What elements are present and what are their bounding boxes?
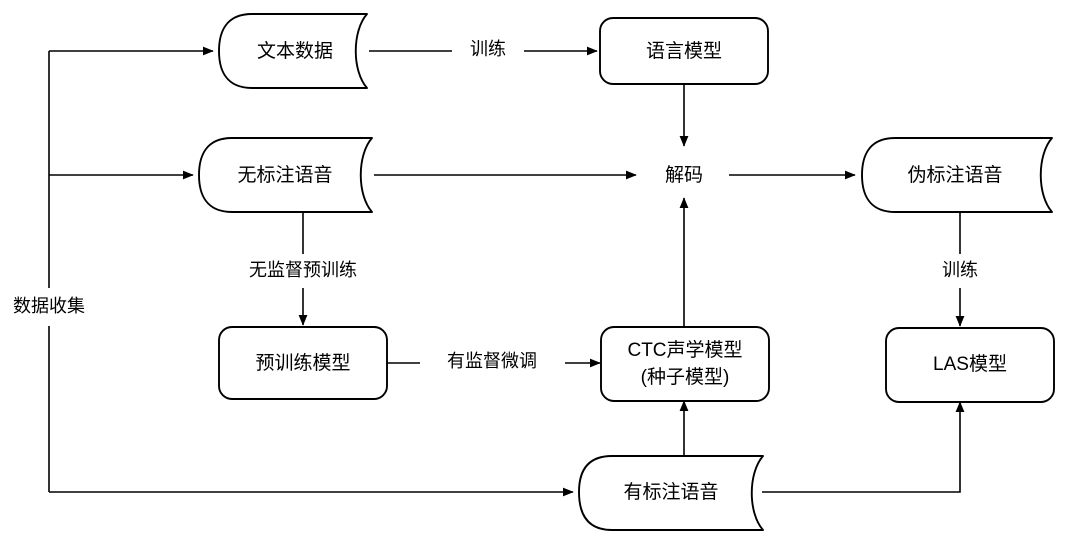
text-data-shape [218,13,368,89]
node-unlabeled-speech[interactable]: 无标注语音 [198,137,373,213]
node-labeled-speech[interactable]: 有标注语音 [578,455,764,531]
decode-label: 解码 [665,164,703,186]
node-decode[interactable]: 解码 [665,164,703,186]
labeled-speech-shape [578,455,764,531]
pseudo-speech-shape [861,137,1053,213]
pretrained-model-shape [218,326,388,400]
unlabeled-speech-label: 无标注语音 [237,164,332,186]
labeled-speech-label: 有标注语音 [623,481,718,503]
unlabeled-speech-shape [198,137,373,213]
node-las-model[interactable]: LAS模型 [885,327,1055,403]
data-collection-label-backdrop [1,288,97,326]
text-data-label: 文本数据 [257,40,333,62]
edge-label-unsup-pretrain-front: 无监督预训练 [249,260,357,280]
pretrained-model-label: 预训练模型 [255,352,350,374]
edge-label-train-lm-front: 训练 [470,39,506,59]
pseudo-speech-label: 伪标注语音 [907,164,1002,186]
ctc-model-label-line2: (种子模型) [641,366,730,388]
unsup-pretrain-label-backdrop [228,254,378,288]
las-model-shape [885,327,1055,403]
node-ctc-model[interactable]: CTC声学模型 (种子模型) [600,326,770,402]
node-language-model[interactable]: 语言模型 [599,17,769,85]
train-las-label-backdrop [926,254,994,288]
node-pretrained-model[interactable]: 预训练模型 [218,326,388,400]
node-text-data[interactable]: 文本数据 [218,13,368,89]
edge-labeled-speech-to-las-model [762,401,965,493]
train-lm-label-backdrop [452,33,524,67]
ctc-model-shape [600,326,770,402]
edge-label-train-las-front: 训练 [942,260,978,280]
las-model-label: LAS模型 [933,353,1007,375]
language-model-shape [599,17,769,85]
node-pseudo-speech[interactable]: 伪标注语音 [861,137,1053,213]
edge-label-sup-finetune: 有监督微调 [447,351,537,371]
edge-label-data-collection-front: 数据收集 [13,296,85,316]
ctc-model-label-line1: CTC声学模型 [627,339,742,361]
language-model-label: 语言模型 [646,40,722,62]
